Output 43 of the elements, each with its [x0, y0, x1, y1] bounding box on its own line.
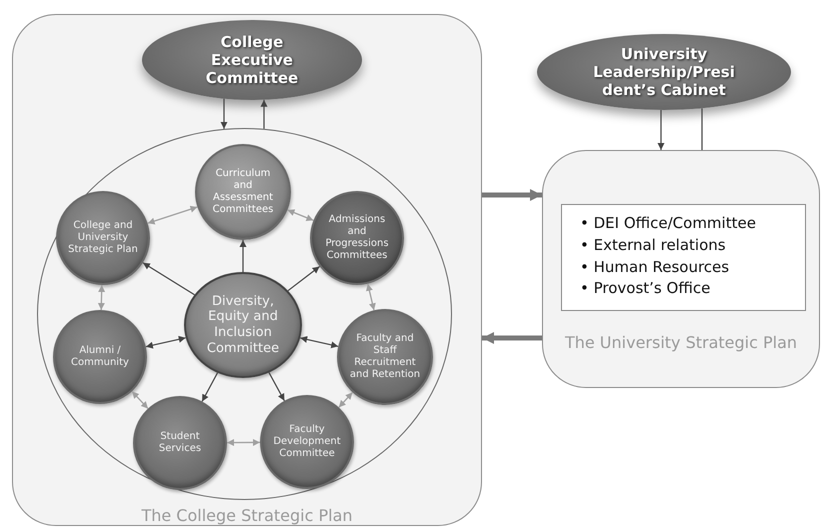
panel-caption: The University Strategic Plan [564, 333, 798, 352]
arrow [142, 262, 195, 296]
arrow [338, 392, 353, 408]
list-box [561, 204, 806, 311]
arrow [148, 206, 198, 224]
list-item: • DEI Office/Committee [580, 213, 757, 234]
committee-circle [53, 310, 147, 404]
arrow [482, 332, 542, 344]
committee-circle [260, 395, 354, 489]
node-label: University Leadership/Presi dent’s Cabinet [592, 45, 736, 99]
arrow [227, 438, 260, 446]
plan-panel [542, 150, 820, 388]
arrow [220, 98, 228, 129]
arrow [146, 336, 186, 349]
node-label: Curriculum and Assessment Committees [212, 168, 274, 216]
list-item: • Human Resources [580, 256, 730, 278]
committee-circle [310, 191, 404, 285]
list-item: • Provost’s Office [580, 278, 712, 300]
arrow [300, 336, 338, 348]
node-label: Admissions and Progressions Committees [324, 214, 390, 262]
arrow [482, 189, 542, 201]
arrow [658, 110, 664, 150]
node-label: Student Services [158, 431, 202, 455]
committee-circle [133, 396, 227, 490]
arrow [260, 100, 268, 129]
node-label: Diversity, Equity and Inclusion Committee [206, 294, 280, 356]
node-label: Faculty Development Committee [272, 424, 342, 460]
node-label: College Executive Committee [204, 33, 300, 87]
arrow [202, 372, 218, 402]
plan-panel [12, 14, 482, 526]
arrow [287, 209, 314, 222]
node-label: College and University Strategic Plan [67, 220, 139, 256]
arrow [132, 390, 148, 410]
list-item: • External relations [580, 234, 727, 256]
arrow [268, 372, 285, 402]
panel-caption: The College Strategic Plan [141, 506, 353, 525]
arrow [98, 284, 106, 310]
node-label: Faculty and Staff Recruitment and Retention [348, 333, 422, 381]
arrow [366, 284, 376, 310]
node-label: Alumni / Community [70, 345, 130, 369]
circle-outline [37, 128, 452, 500]
arrow [288, 266, 320, 292]
arrow [240, 240, 246, 272]
